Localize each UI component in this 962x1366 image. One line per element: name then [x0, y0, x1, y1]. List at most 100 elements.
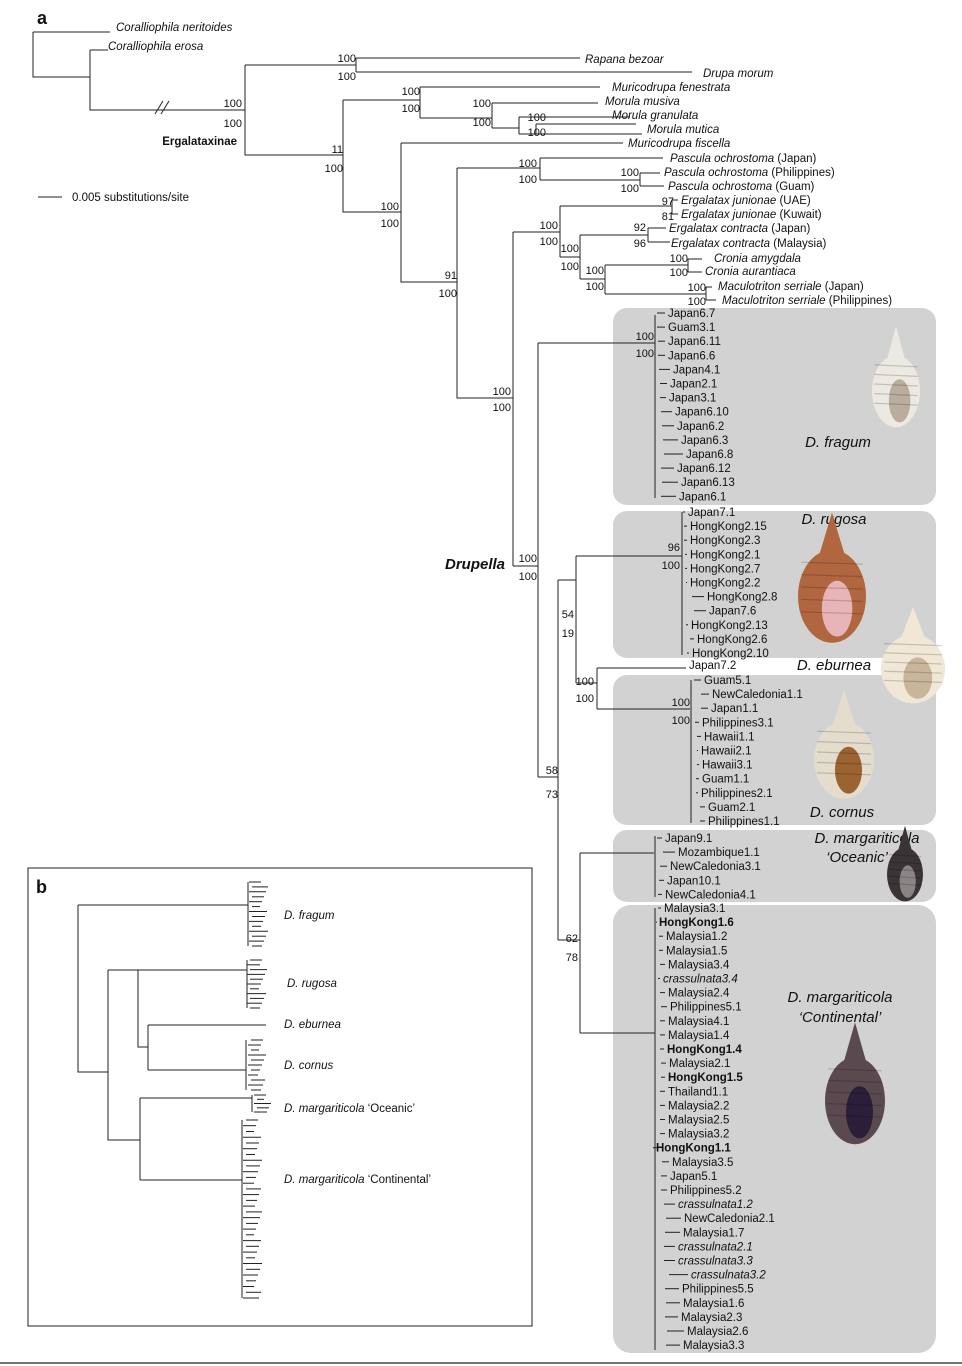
support-value: 100	[688, 282, 706, 294]
support-value: 100	[338, 53, 356, 65]
tip-label-continental: Malaysia2.3	[681, 1312, 742, 1324]
support-value: 78	[566, 952, 578, 964]
tip-label-continental: crassulnata2.1	[678, 1241, 753, 1253]
support-value: 96	[668, 542, 680, 554]
species-label-continental-quote: ‘Continental’	[799, 1009, 882, 1026]
support-value: 92	[634, 222, 646, 234]
clade-box-rugosa	[613, 511, 936, 658]
tip-label-fragum: Japan6.11	[668, 336, 721, 348]
support-value: 100	[621, 167, 639, 179]
tip-label-taxon: Cronia amygdala	[714, 253, 801, 265]
tree-branch	[342, 100, 401, 213]
tip-label-fragum: Japan6.1	[679, 491, 726, 503]
support-value: 97	[662, 196, 674, 208]
tip-label-continental: Malaysia1.7	[683, 1227, 744, 1239]
support-value: 100	[519, 553, 537, 565]
tip-label-continental: Malaysia1.4	[668, 1030, 730, 1042]
tip-label-taxon: Morula musiva	[605, 96, 680, 108]
support-value: 100	[338, 71, 356, 83]
support-value: 100	[402, 86, 420, 98]
tip-label-rugosa: HongKong2.15	[690, 521, 767, 533]
tip-label-rugosa: HongKong2.2	[690, 578, 760, 590]
tip-label-continental: Philippines5.5	[682, 1284, 754, 1296]
support-value: 100	[670, 253, 688, 265]
support-value: 100	[473, 117, 491, 129]
tip-label-cornus: Philippines2.1	[701, 788, 773, 800]
support-value: 100	[528, 112, 546, 124]
tip-label-continental: Malaysia3.3	[683, 1340, 744, 1352]
tip-label-taxon: Maculotriton serriale (Japan)	[718, 281, 864, 293]
tree-branch	[77, 905, 108, 1073]
support-value: 11	[332, 144, 343, 156]
support-value: 91	[445, 270, 457, 282]
tree-branch	[400, 143, 457, 283]
scale-label: 0.005 substitutions/site	[72, 192, 189, 204]
tip-label-continental: Malaysia1.5	[666, 945, 727, 957]
tip-label-rugosa: HongKong2.3	[690, 535, 760, 547]
tip-label-rugosa: HongKong2.6	[697, 634, 767, 646]
support-value: 100	[325, 163, 343, 175]
tip-label-fragum: Japan6.3	[681, 435, 728, 447]
support-value: 100	[473, 98, 491, 110]
subfamily-label: Ergalataxinae	[162, 136, 237, 148]
tip-label-oceanic: NewCaledonia3.1	[670, 861, 761, 873]
support-value: 100	[561, 261, 579, 273]
species-label-b: D. cornus	[284, 1060, 333, 1072]
panel-b-frame	[27, 867, 533, 1327]
species-label-b: D. rugosa	[287, 978, 337, 990]
species-label-b: D. margariticola ‘Continental’	[284, 1174, 431, 1186]
tip-label-continental: Malaysia1.2	[666, 931, 727, 943]
support-value: 100	[519, 174, 537, 186]
support-value: 73	[546, 789, 558, 801]
species-label-oceanic-quote: ‘Oceanic’	[826, 849, 888, 866]
support-value: 100	[381, 201, 399, 213]
support-value: 100	[621, 183, 639, 195]
support-value: 100	[662, 560, 680, 572]
tip-label-continental: crassulnata3.2	[691, 1270, 766, 1282]
support-value: 100	[586, 281, 604, 293]
tip-label-continental: Malaysia3.5	[672, 1157, 733, 1169]
support-value: 100	[636, 331, 654, 343]
tip-label-fragum: Japan6.6	[668, 350, 715, 362]
tip-label-taxon: Ergalatax contracta (Malaysia)	[671, 238, 826, 250]
tip-label-continental: Malaysia3.2	[668, 1129, 729, 1141]
support-value: 100	[493, 402, 511, 414]
support-value: 100	[224, 98, 242, 110]
tip-label-fragum: Japan4.1	[673, 364, 720, 376]
tip-label-fragum: Japan6.12	[677, 463, 731, 475]
species-label-eburnea: D. eburnea	[797, 657, 871, 674]
tip-label-cornus: NewCaledonia1.1	[712, 689, 803, 701]
tip-label-taxon: Rapana bezoar	[585, 54, 665, 66]
support-value: 54	[562, 609, 574, 621]
species-label-fragum: D. fragum	[805, 434, 871, 451]
shell-fragum-icon	[872, 326, 920, 428]
tree-branch	[137, 970, 148, 1048]
tip-label-cornus: Philippines3.1	[702, 717, 774, 729]
clade-box-oceanic	[613, 830, 936, 902]
tip-label-oceanic: Japan9.1	[665, 833, 712, 845]
tip-label-eburnea: Japan7.2	[689, 660, 736, 672]
tree-branch	[32, 32, 90, 78]
support-value: 58	[546, 765, 558, 777]
shell-oceanic-icon	[887, 825, 923, 902]
support-value: 100	[540, 220, 558, 232]
tip-label-fragum: Japan6.2	[677, 421, 724, 433]
tree-branch	[107, 970, 140, 1141]
tip-label-continental: Thailand1.1	[668, 1086, 728, 1098]
support-value: 96	[634, 238, 646, 250]
tip-label-continental: Malaysia2.1	[669, 1058, 730, 1070]
panel-label-a: a	[37, 8, 48, 28]
tip-label-cornus: Philippines1.1	[708, 816, 780, 828]
tip-label-rugosa: HongKong2.1	[690, 549, 760, 561]
species-label-b: D. eburnea	[284, 1019, 341, 1031]
tip-label-taxon: Cronia aurantiaca	[705, 266, 796, 278]
support-value: 100	[586, 265, 604, 277]
tip-label-taxon: Morula mutica	[647, 124, 719, 136]
tip-label-rugosa: HongKong2.13	[691, 620, 768, 632]
support-value: 100	[528, 127, 546, 139]
tip-label-rugosa: HongKong2.8	[707, 592, 777, 604]
support-value: 100	[576, 676, 594, 688]
tip-label-continental: Malaysia2.4	[668, 988, 730, 1000]
tip-label-continental: crassulnata3.4	[663, 974, 738, 986]
tip-label-continental: HongKong1.5	[668, 1072, 743, 1084]
